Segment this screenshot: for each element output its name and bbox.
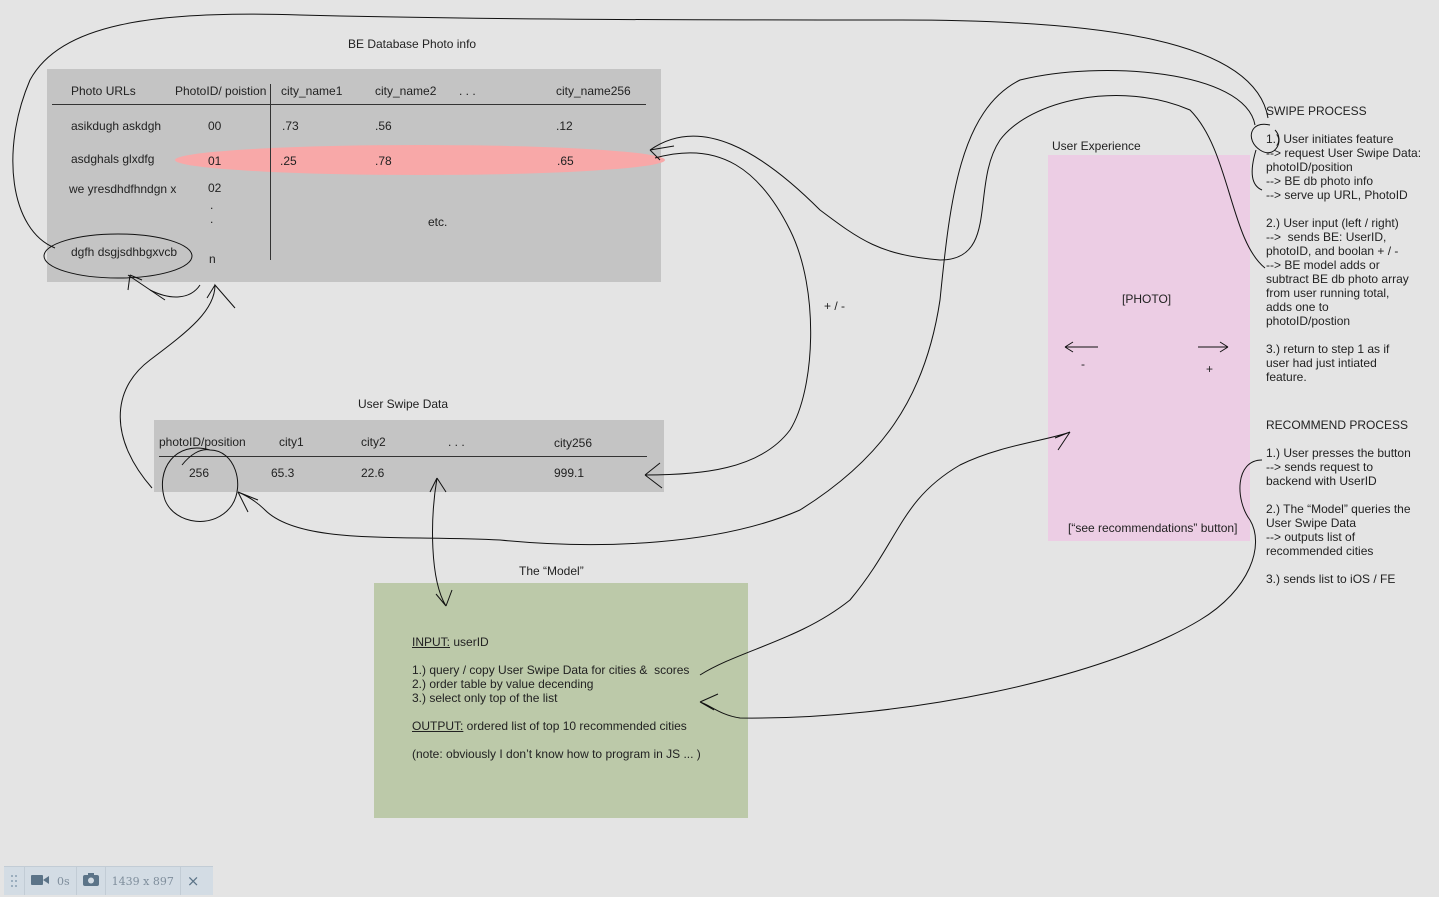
db-title: BE Database Photo info — [348, 37, 477, 51]
circle-256 — [161, 447, 239, 522]
arrow-to-db-row — [649, 95, 1266, 269]
db-header-divider — [52, 104, 646, 105]
record-video-button[interactable]: 0s — [25, 867, 77, 895]
arrow-ux-to-swipe — [237, 70, 1256, 546]
arrow-model-to-ux — [699, 431, 1071, 676]
recommend-process-step2: 2.) The “Model” queries the User Swipe D… — [1266, 502, 1411, 558]
db-row1-c2: .78 — [375, 154, 392, 168]
db-row1-c3: .65 — [557, 154, 574, 168]
camera-icon — [82, 873, 99, 889]
swipe-row-city1: 65.3 — [271, 466, 295, 480]
swipe-row-city2: 22.6 — [361, 466, 385, 480]
db-row3-id: n — [209, 252, 216, 266]
swipe-process-step3: 3.) return to step 1 as if user had just… — [1266, 342, 1390, 384]
swipe-right-label: + — [1206, 362, 1214, 376]
db-row1-c1: .25 — [280, 154, 297, 168]
db-row2-id: 02 — [208, 181, 222, 195]
dimensions-label: 1439 x 897 — [106, 867, 181, 895]
row-highlight — [175, 145, 665, 175]
right-arrow-icon — [1198, 341, 1229, 353]
video-camera-icon — [31, 874, 49, 889]
recording-duration: 0s — [57, 874, 70, 888]
see-recommendations-button[interactable]: [“see recommendations” button] — [1068, 521, 1238, 535]
circle-step1 — [1250, 123, 1280, 153]
photo-placeholder: [PHOTO] — [1122, 292, 1172, 306]
bracket-step1 — [1251, 149, 1263, 191]
db-header-id: PhotoID/ poistion — [175, 84, 267, 98]
db-column-divider — [270, 84, 271, 260]
db-header-urls: Photo URLs — [71, 84, 136, 98]
db-header-city2: city_name2 — [375, 84, 437, 98]
plus-minus-label: + / - — [824, 299, 846, 313]
db-row0-url: asikdugh askdgh — [71, 119, 162, 133]
arrow-top-loop — [12, 13, 1269, 249]
model-title: The “Model” — [519, 564, 584, 578]
swipe-row-id: 256 — [189, 466, 210, 480]
db-row1-id: 01 — [208, 154, 222, 168]
left-arrow-icon — [1064, 341, 1098, 353]
swipe-process-title: SWIPE PROCESS — [1266, 104, 1367, 118]
close-icon[interactable]: × — [186, 872, 200, 890]
arrow-row-n-tail — [149, 284, 201, 298]
swipe-process-step2: 2.) User input (left / right) --> sends … — [1266, 216, 1409, 328]
db-etc: etc. — [428, 215, 448, 229]
db-row0-id: 00 — [208, 119, 222, 133]
swipe-header-city256: city256 — [554, 436, 593, 450]
recommend-process-title: RECOMMEND PROCESS — [1266, 418, 1409, 432]
model-input-label: INPUT: — [412, 635, 451, 649]
model-output-value: ordered list of top 10 recommended citie… — [463, 719, 687, 733]
swipe-title: User Swipe Data — [358, 397, 449, 411]
db-header-city1: city_name1 — [281, 84, 343, 98]
ux-title: User Experience — [1052, 139, 1141, 153]
db-row0-c3: .12 — [556, 119, 573, 133]
arrow-swipe-model — [429, 477, 453, 607]
recording-toolbar: 0s 1439 x 897 × — [4, 866, 213, 895]
db-header-city256: city_name256 — [556, 84, 631, 98]
user-experience-box — [1048, 155, 1250, 541]
db-header-ellipsis: . . . — [459, 84, 476, 98]
arrow-swipe-to-db — [119, 283, 236, 489]
swipe-left-label: - — [1081, 357, 1085, 371]
arrow-row-n-head — [127, 274, 166, 301]
model-note: (note: obviously I don’t know how to pro… — [412, 747, 701, 761]
model-output: OUTPUT: ordered list of top 10 recommend… — [412, 719, 687, 733]
swipe-header-city2: city2 — [361, 435, 386, 449]
model-input-value: userID — [450, 635, 489, 649]
swipe-header-divider — [159, 456, 647, 457]
db-row1-url: asdghals glxdfg — [71, 152, 155, 166]
swipe-header-city1: city1 — [279, 435, 304, 449]
recommend-process-step3: 3.) sends list to iOS / FE — [1266, 572, 1396, 586]
model-steps: 1.) query / copy User Swipe Data for cit… — [412, 663, 690, 705]
model-input: INPUT: userID — [412, 635, 489, 649]
swipe-process-step1: 1.) User initiates feature --> request U… — [1266, 132, 1422, 202]
swipe-row-city256: 999.1 — [554, 466, 585, 480]
recommend-process-step1: 1.) User presses the button --> sends re… — [1266, 446, 1411, 488]
swipe-header-id: photoID/position — [159, 435, 246, 449]
arrow-recommend-to-model — [699, 459, 1263, 719]
db-row0-c1: .73 — [282, 119, 299, 133]
screenshot-button[interactable] — [77, 867, 106, 895]
swipe-header-ellipsis: . . . — [448, 435, 465, 449]
circle-row-n — [43, 233, 193, 279]
db-row0-c2: .56 — [375, 119, 392, 133]
drag-handle-icon[interactable] — [4, 867, 25, 895]
model-output-label: OUTPUT: — [412, 719, 464, 733]
model-box — [374, 583, 748, 818]
arrow-plusminus-to-swipe — [644, 152, 812, 489]
db-row2-url: we yresdhdfhndgn x — [69, 182, 177, 196]
db-continuation-dots: . . — [210, 198, 214, 226]
db-row3-url: dgfh dsgjsdhbgxvcb — [71, 245, 178, 259]
